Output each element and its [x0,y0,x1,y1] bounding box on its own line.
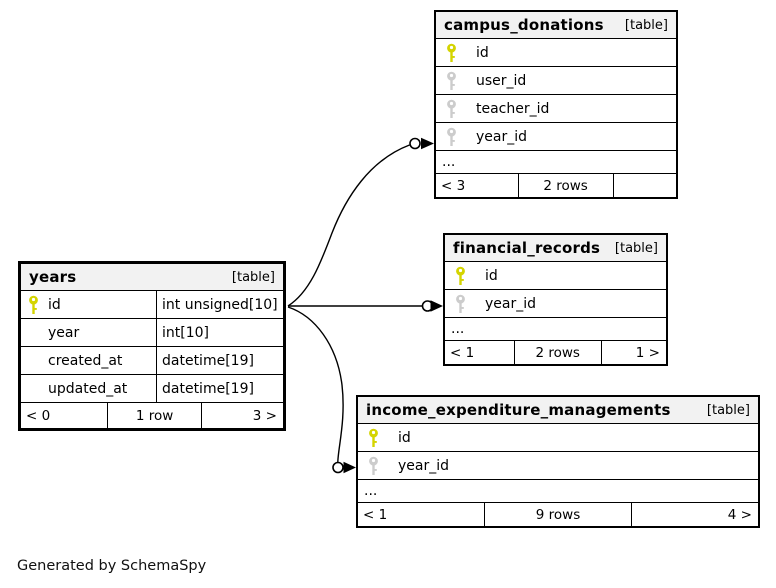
table-title[interactable]: income_expenditure_managements [366,401,671,419]
primary-key-icon [28,295,39,314]
column-name: year_id [398,457,450,474]
column-row: teacher_id [436,95,676,123]
table-tag: [table] [706,402,750,418]
table-tag: [table] [614,240,658,256]
column-row: year_id [358,452,758,480]
column-name: teacher_id [476,100,550,117]
relationship-line [287,306,344,463]
column-type: datetime[19] [162,380,254,397]
footer-row-count: 2 rows [513,341,602,364]
generator-note: Generated by SchemaSpy [17,558,207,574]
footer-row-count: 2 rows [517,174,614,197]
table-years: years [table] id int unsigned[10] year i… [18,261,286,431]
footer-parents-count: < 1 [363,506,388,523]
foreign-key-icon [455,294,466,313]
column-name: user_id [476,72,527,89]
zero-cardinality-circle [421,300,434,312]
column-name: id [48,296,61,313]
footer-children-count: 3 > [252,407,277,424]
ellipsis-row: ... [436,151,676,174]
column-row: year_id [436,123,676,151]
footer-children-count: 1 > [635,344,660,361]
column-name: year_id [476,128,528,145]
table-header: financial_records [table] [445,235,666,262]
footer-parents-count: < 3 [441,177,466,194]
foreign-key-icon [446,127,457,146]
table-header: campus_donations [table] [436,12,676,39]
column-name: year_id [485,295,537,312]
column-row: year int[10] [21,319,283,347]
crow-foot-arrowhead [421,137,434,150]
relationship-years-income_expenditure_managements [287,306,356,474]
table-financial_records: financial_records [table] id year_id ...… [443,233,668,366]
table-footer: < 1 2 rows 1 > [445,341,666,364]
column-type: datetime[19] [162,352,254,369]
crow-foot-arrowhead [430,300,443,312]
column-row: updated_at datetime[19] [21,375,283,403]
table-header: years [table] [21,264,283,291]
column-name: id [398,429,411,446]
column-row: user_id [436,67,676,95]
table-title[interactable]: campus_donations [444,16,604,34]
column-name-cell: id [21,291,157,318]
table-campus_donations: campus_donations [table] id user_id teac… [434,10,678,199]
column-row: created_at datetime[19] [21,347,283,375]
table-title[interactable]: financial_records [453,239,601,257]
column-type: int[10] [162,324,209,341]
column-name: id [476,44,489,61]
table-footer: < 3 2 rows [436,174,676,197]
table-tag: [table] [231,269,275,285]
foreign-key-icon [446,71,457,90]
table-title[interactable]: years [29,268,77,286]
table-tag: [table] [624,17,668,33]
column-type: int unsigned[10] [162,296,278,313]
footer-parents-count: < 1 [450,344,475,361]
footer-row-count: 9 rows [484,503,632,526]
column-row: id [445,262,666,290]
footer-parents-count: < 0 [26,407,51,424]
table-header: income_expenditure_managements [table] [358,397,758,424]
zero-cardinality-circle [332,461,344,474]
column-row: id [436,39,676,67]
ellipsis-row: ... [445,318,666,341]
foreign-key-icon [446,99,457,118]
table-footer: < 0 1 row 3 > [21,403,283,428]
column-name: created_at [48,352,123,369]
column-name: year [48,324,80,341]
table-footer: < 1 9 rows 4 > [358,503,758,526]
footer-children-count: 4 > [727,506,752,523]
column-row: id int unsigned[10] [21,291,283,319]
footer-children-count [614,174,676,197]
foreign-key-icon [368,456,379,475]
relationship-line [287,144,410,307]
primary-key-icon [368,428,379,447]
relationship-years-financial_records [288,300,443,312]
footer-row-count: 1 row [107,403,202,428]
column-row: id [358,424,758,452]
column-name-cell: created_at [21,347,157,374]
column-row: year_id [445,290,666,318]
relationship-years-campus_donations [287,137,434,307]
primary-key-icon [446,43,457,62]
ellipsis-row: ... [358,480,758,503]
column-name-cell: year [21,319,157,346]
column-name: id [485,267,498,284]
crow-foot-arrowhead [343,461,356,474]
zero-cardinality-circle [409,137,421,150]
column-name-cell: updated_at [21,375,157,402]
column-name: updated_at [48,380,128,397]
primary-key-icon [455,266,466,285]
table-income_expenditure_managements: income_expenditure_managements [table] i… [356,395,760,528]
